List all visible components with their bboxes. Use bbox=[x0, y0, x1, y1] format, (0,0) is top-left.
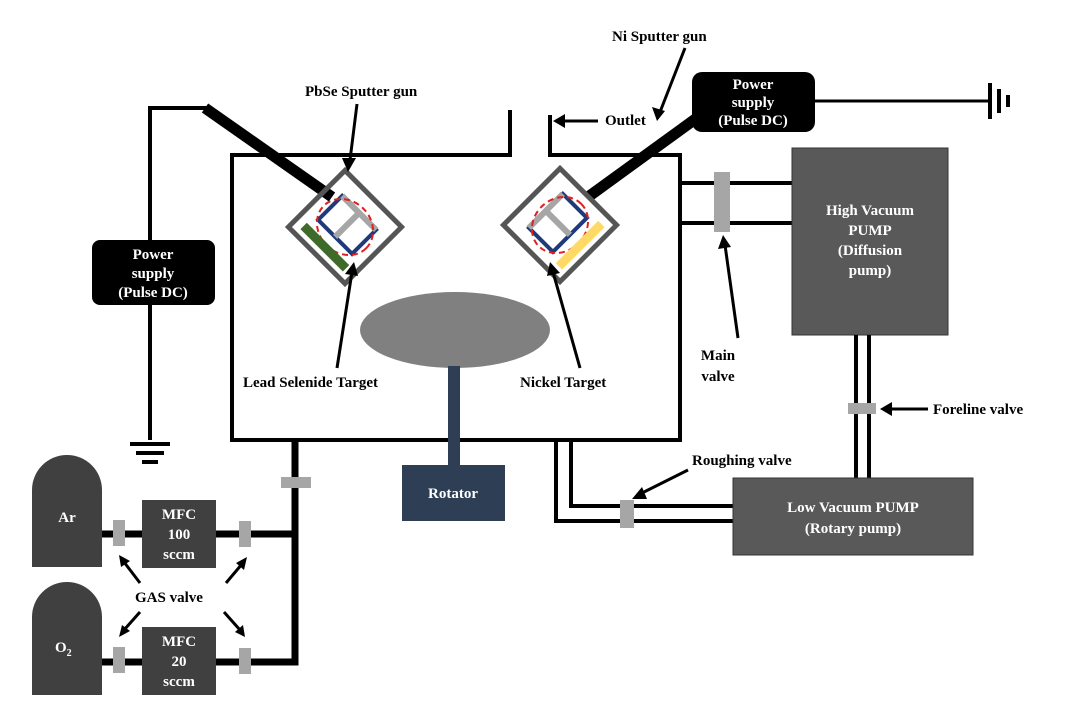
arrowhead bbox=[345, 262, 358, 276]
left-power-supply bbox=[92, 240, 215, 305]
roughing-pipe bbox=[569, 440, 733, 508]
gas-valve-arrows bbox=[119, 555, 247, 637]
pbse-gun-arrow bbox=[348, 103, 359, 161]
ni-sputter-gun bbox=[499, 164, 621, 286]
left-power-wire bbox=[148, 106, 210, 242]
nickel-target-arrow bbox=[551, 271, 582, 369]
left-power-label: supply bbox=[132, 266, 175, 282]
main-valve-label: Main bbox=[701, 348, 736, 364]
gas-valve bbox=[113, 520, 125, 546]
roughing-valve-label: Roughing valve bbox=[692, 453, 792, 469]
left-power-label: Power bbox=[133, 247, 174, 263]
low-vac-label: (Rotary pump) bbox=[805, 521, 901, 537]
o2-cylinder bbox=[32, 582, 102, 695]
pbse-gun-label: PbSe Sputter gun bbox=[305, 84, 418, 100]
ar-label: Ar bbox=[58, 510, 76, 526]
arrowhead bbox=[718, 235, 731, 249]
arrowhead bbox=[342, 158, 356, 172]
high-vac-label: pump) bbox=[849, 263, 892, 279]
lead-target-label: Lead Selenide Target bbox=[243, 375, 378, 391]
low-vacuum-pump bbox=[732, 477, 974, 556]
mfc2-label: MFC bbox=[162, 634, 196, 650]
arrowhead bbox=[547, 262, 560, 276]
ground-icon bbox=[130, 442, 170, 464]
main-valve-label: valve bbox=[701, 369, 735, 385]
ni-gun-arrow bbox=[658, 47, 687, 113]
low-vac-label: Low Vacuum PUMP bbox=[787, 500, 919, 516]
high-vacuum-pump bbox=[791, 147, 949, 336]
o2-label: O2 bbox=[55, 640, 72, 659]
rotator bbox=[402, 465, 505, 521]
arrowhead bbox=[632, 487, 647, 499]
ar-cylinder bbox=[32, 455, 102, 567]
roughing-arrow bbox=[639, 468, 689, 496]
nickel-target bbox=[555, 220, 605, 270]
substrate-holder bbox=[360, 292, 550, 368]
high-vac-label: PUMP bbox=[848, 223, 891, 239]
arrowhead bbox=[880, 402, 892, 416]
rotator-label: Rotator bbox=[428, 486, 478, 502]
lead-selenide-target bbox=[300, 222, 350, 272]
ground-icon bbox=[988, 83, 1010, 119]
roughing-pipe bbox=[554, 440, 733, 523]
right-power-label: supply bbox=[732, 95, 775, 111]
ni-gun-label: Ni Sputter gun bbox=[612, 29, 707, 45]
high-vac-label: High Vacuum bbox=[826, 203, 914, 219]
high-vac-label: (Diffusion bbox=[838, 243, 903, 259]
mfc1-label: MFC bbox=[162, 507, 196, 523]
foreline-valve bbox=[848, 403, 876, 414]
ni-gun-cable bbox=[584, 107, 709, 202]
mfc2-label: sccm bbox=[163, 674, 195, 690]
right-power-supply bbox=[692, 72, 815, 132]
rotator-shaft bbox=[448, 366, 460, 466]
ni-gun-arrowhead bbox=[652, 107, 665, 121]
mfc-20 bbox=[142, 627, 216, 695]
pbse-sputter-gun bbox=[284, 166, 406, 288]
foreline-valve-label: Foreline valve bbox=[933, 402, 1023, 418]
pbse-gun-cable bbox=[201, 103, 336, 202]
mfc2-label: 20 bbox=[172, 654, 187, 670]
left-power-label: (Pulse DC) bbox=[118, 285, 188, 301]
gas-valve bbox=[113, 647, 125, 673]
main-valve-arrow bbox=[723, 244, 740, 339]
outlet-label: Outlet bbox=[605, 113, 646, 129]
gas-valve bbox=[239, 521, 251, 547]
gas-main-valve bbox=[281, 477, 311, 488]
right-power-label: (Pulse DC) bbox=[718, 113, 788, 129]
nickel-target-label: Nickel Target bbox=[520, 375, 606, 391]
mfc-100 bbox=[142, 500, 216, 568]
outlet-arrowhead bbox=[553, 114, 565, 128]
right-power-label: Power bbox=[733, 77, 774, 93]
main-valve bbox=[714, 172, 730, 232]
mfc1-label: sccm bbox=[163, 547, 195, 563]
gas-valve-label: GAS valve bbox=[135, 590, 203, 606]
mfc1-label: 100 bbox=[168, 527, 191, 543]
roughing-valve bbox=[620, 500, 634, 528]
lead-target-arrow bbox=[335, 271, 354, 369]
gas-valve bbox=[239, 648, 251, 674]
